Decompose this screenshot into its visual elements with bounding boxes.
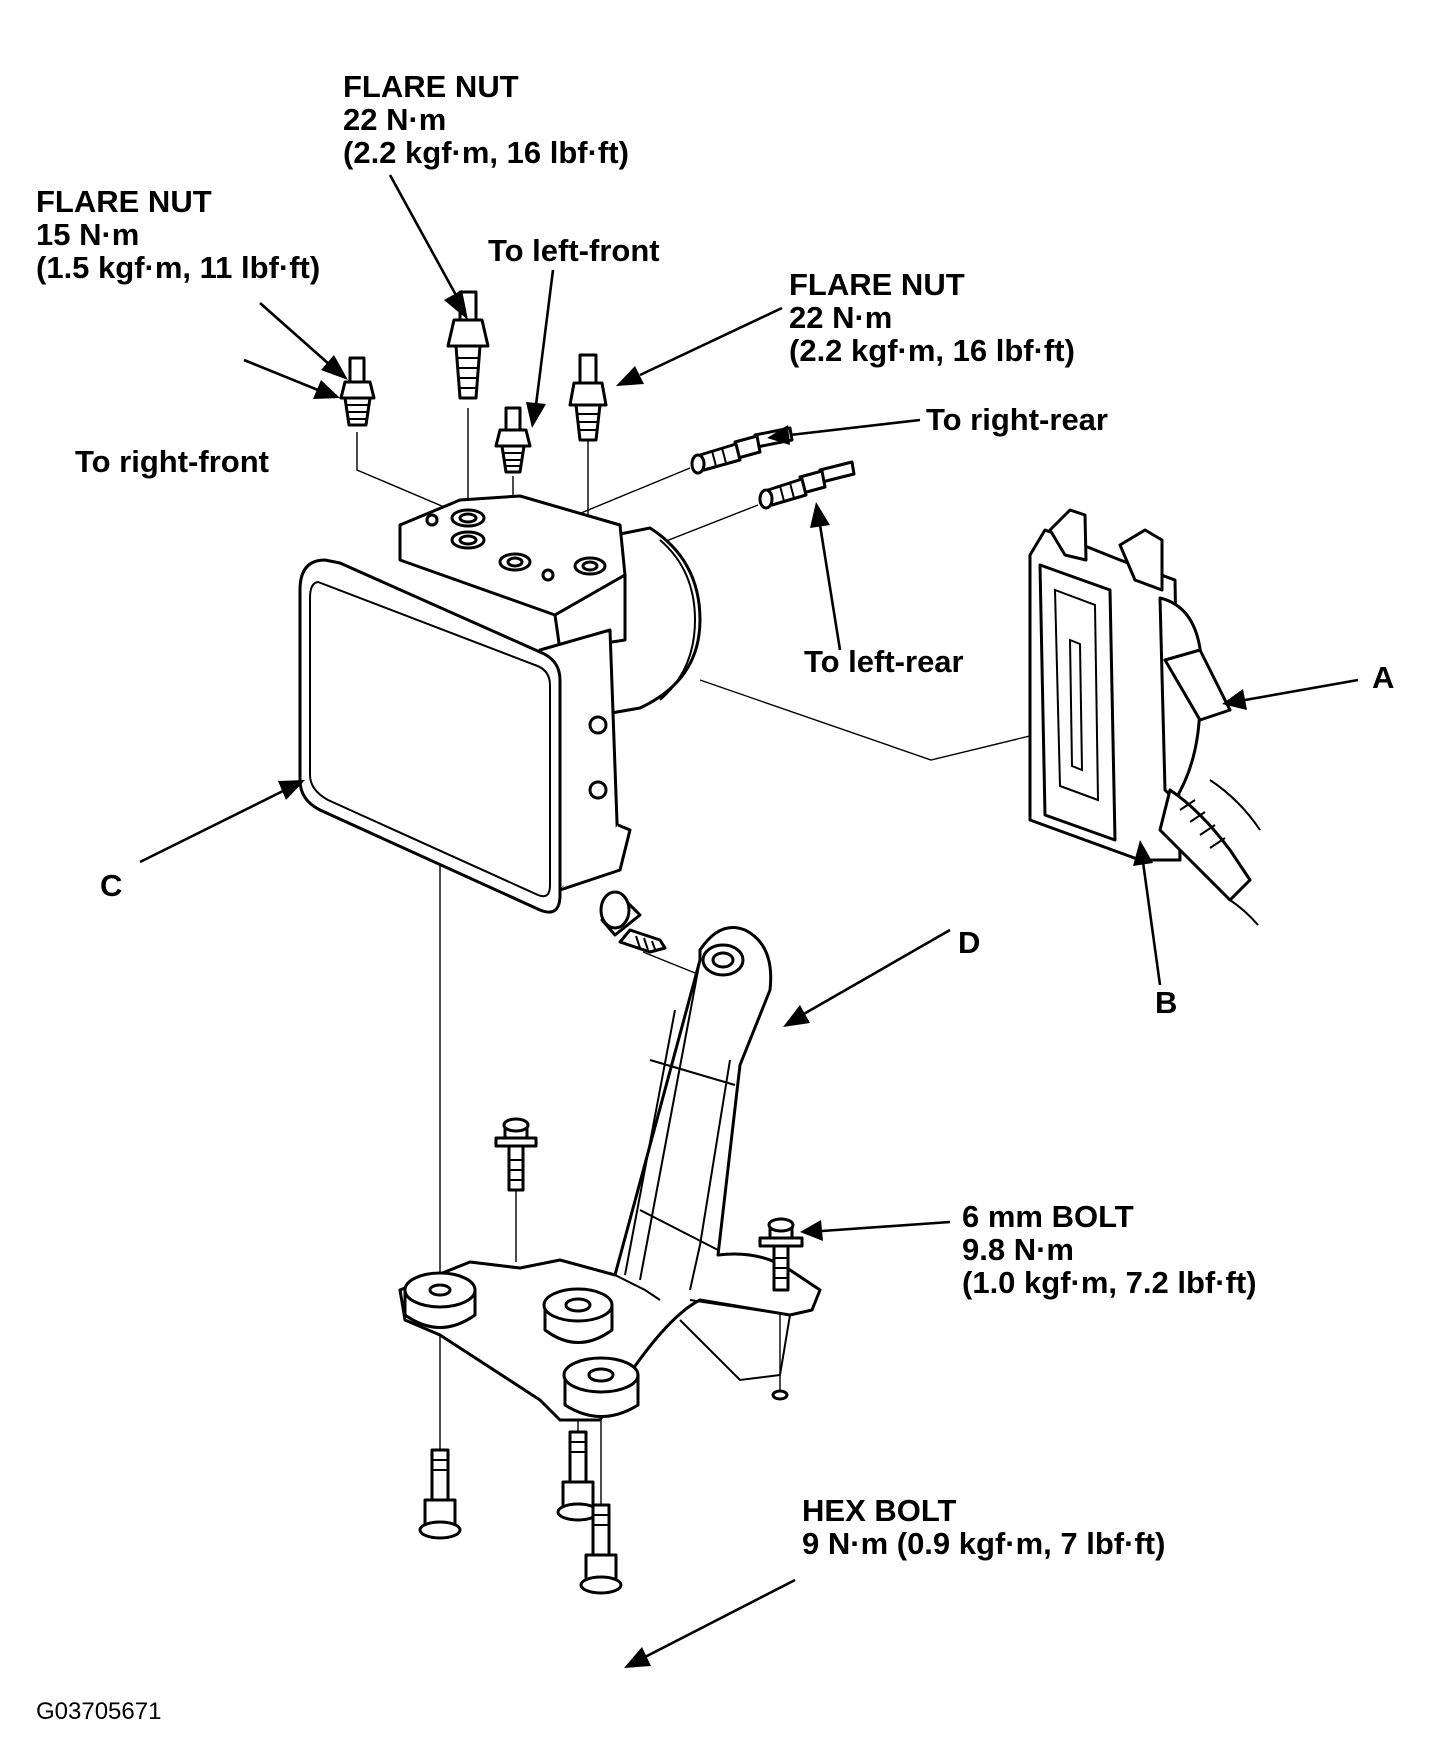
hex-bolt-title: HEX BOLT xyxy=(802,1493,957,1528)
left-front-label: To left-front xyxy=(488,234,660,267)
grommets xyxy=(403,1271,640,1418)
connector-assembly xyxy=(1028,508,1261,926)
part-letter-c: C xyxy=(100,868,123,903)
flare-nut-top-torque: 22 N·m xyxy=(343,102,447,137)
flare-nut-top-label: FLARE NUT 22 N·m (2.2 kgf·m, 16 lbf·ft) xyxy=(343,70,629,169)
flare-nut-right-title: FLARE NUT xyxy=(789,267,965,302)
flare-nut-top-alt: (2.2 kgf·m, 16 lbf·ft) xyxy=(343,135,629,170)
flare-nut-left-part xyxy=(339,356,376,427)
right-rear-label: To right-rear xyxy=(926,403,1108,436)
six-mm-bolt-title: 6 mm BOLT xyxy=(962,1199,1134,1234)
flare-nut-right-torque: 22 N·m xyxy=(789,300,893,335)
left-front-text: To left-front xyxy=(488,233,660,268)
flare-nut-left-torque: 15 N·m xyxy=(36,217,140,252)
six-mm-bolt-label: 6 mm BOLT 9.8 N·m (1.0 kgf·m, 7.2 lbf·ft… xyxy=(962,1200,1257,1299)
flare-nut-left-title: FLARE NUT xyxy=(36,184,212,219)
flare-nut-right-label: FLARE NUT 22 N·m (2.2 kgf·m, 16 lbf·ft) xyxy=(789,268,1075,367)
flare-nut-right-part xyxy=(568,353,608,442)
flare-nut-top-title: FLARE NUT xyxy=(343,69,519,104)
part-letter-a: A xyxy=(1372,660,1395,695)
bracket xyxy=(398,926,822,1422)
left-rear-text: To left-rear xyxy=(804,644,964,679)
flange-bolt-middle xyxy=(494,1117,538,1192)
right-front-text: To right-front xyxy=(75,444,269,479)
flare-nut-left-rear-part xyxy=(758,460,856,510)
hex-bolt-label: HEX BOLT 9 N·m (0.9 kgf·m, 7 lbf·ft) xyxy=(802,1494,1165,1560)
hex-bolt-torque: 9 N·m (0.9 kgf·m, 7 lbf·ft) xyxy=(802,1526,1166,1561)
leader-lines xyxy=(139,174,1359,1668)
part-letter-d: D xyxy=(958,925,981,960)
flare-nut-top-part xyxy=(446,290,490,400)
six-mm-bolt-part xyxy=(758,1217,804,1292)
hex-bolt-left xyxy=(418,1448,462,1540)
left-rear-label: To left-rear xyxy=(804,645,964,678)
right-front-label: To right-front xyxy=(75,445,269,478)
flare-nut-right-alt: (2.2 kgf·m, 16 lbf·ft) xyxy=(789,333,1075,368)
figure-id: G03705671 xyxy=(36,1698,162,1725)
flare-nut-left-label: FLARE NUT 15 N·m (1.5 kgf·m, 11 lbf·ft) xyxy=(36,185,320,284)
flare-nut-left-front-part xyxy=(494,406,532,474)
part-letter-b: B xyxy=(1155,985,1178,1020)
modulator-unit xyxy=(298,494,702,914)
flange-bolt-upper xyxy=(599,890,667,954)
hex-bolt-right xyxy=(579,1503,623,1595)
flare-nut-left-alt: (1.5 kgf·m, 11 lbf·ft) xyxy=(36,250,321,285)
six-mm-bolt-alt: (1.0 kgf·m, 7.2 lbf·ft) xyxy=(962,1265,1257,1300)
right-rear-text: To right-rear xyxy=(926,402,1108,437)
six-mm-bolt-torque: 9.8 N·m xyxy=(962,1232,1074,1267)
